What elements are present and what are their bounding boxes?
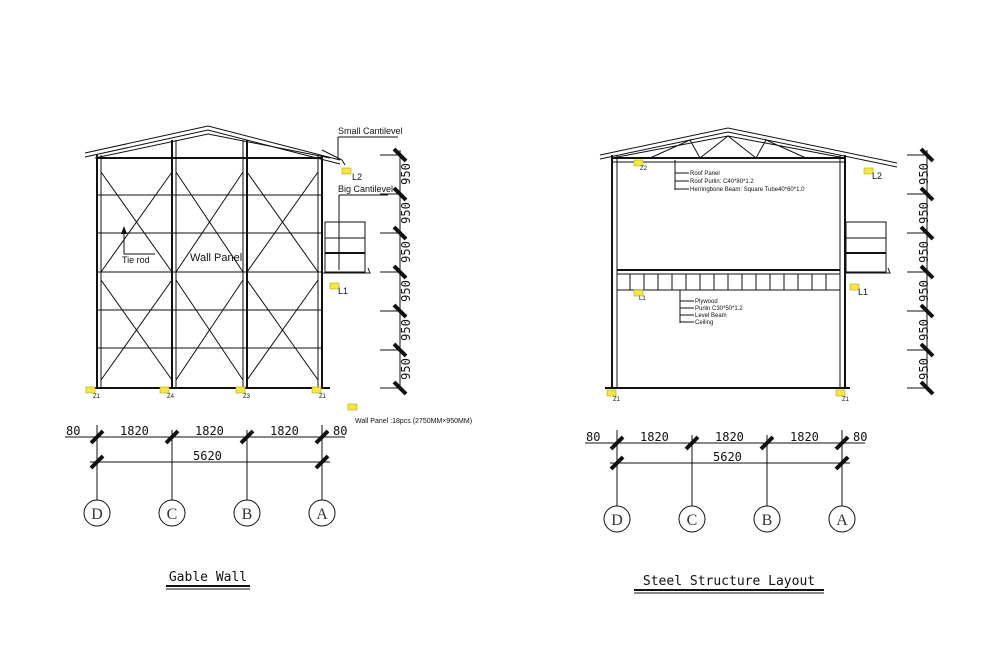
dimension-label: 1820 — [790, 430, 819, 444]
l1-mark: L1 — [639, 296, 646, 302]
note-marker-icon — [633, 159, 644, 167]
dimension-label: 1820 — [195, 424, 224, 438]
dimension-label: 80 — [586, 430, 600, 444]
dimension-label: Plywood — [695, 299, 718, 305]
l1-label: L1 — [338, 286, 348, 296]
column-mark: Z3 — [243, 394, 251, 400]
note-marker-icon — [329, 282, 340, 290]
dimension-label: Roof Purlin: C40*80*1.2 — [690, 179, 754, 185]
steel-structure-title: Steel Structure Layout — [643, 574, 815, 589]
dimension-label: 950 — [917, 319, 931, 341]
dimension-label: 80 — [853, 430, 867, 444]
column-mark: Z1 — [93, 394, 101, 400]
dimension-label: 1820 — [640, 430, 669, 444]
dimension-label: Purlin C30*50*1.2 — [695, 306, 743, 312]
dimension-label: C — [687, 512, 698, 529]
steel-structure-elevation: Roof Panel Roof Purlin: C40*80*1.2 Herri… — [585, 127, 935, 594]
dimension-label: 950 — [917, 358, 931, 380]
dimension-label: 80 — [333, 424, 347, 438]
ceiling-callouts: Plywood Purlin C30*50*1.2 Level Beam Cei… — [679, 290, 743, 326]
z2-mark: Z2 — [640, 166, 648, 172]
tie-rod-label: Tie rod — [122, 255, 150, 265]
frame — [605, 155, 850, 389]
dimension-label: 1820 — [120, 424, 149, 438]
dimension-label: 950 — [399, 358, 413, 380]
dimension-label: 950 — [399, 241, 413, 263]
dimension-label: 80 — [66, 424, 80, 438]
dimension-label: 5620 — [193, 449, 222, 463]
dimension-label: 950 — [917, 202, 931, 224]
dimension-label: Level Beam — [695, 313, 727, 319]
column-mark: Z4 — [167, 394, 175, 400]
dimension-label: 950 — [399, 202, 413, 224]
vertical-dimension: 950 950 950 950 950 950 — [380, 147, 413, 396]
horizontal-dimensions: 80 1820 1820 1820 80 5620 — [65, 424, 347, 500]
wall-panel-note: Wall Panel :18pcs (2750MM×950MM) — [355, 418, 472, 425]
column-mark: Z1 — [842, 397, 850, 403]
note-marker-icon — [633, 289, 644, 297]
dimension-label: A — [836, 512, 848, 529]
l1-mark: L1 — [858, 287, 868, 297]
note-marker-icon — [863, 167, 874, 175]
l2-label: L2 — [352, 172, 362, 182]
vertical-dimension: 950 950 950 950 950 950 — [907, 147, 935, 396]
grid-axes: D C B A — [603, 505, 856, 533]
dimension-label: 950 — [917, 280, 931, 302]
dimension-label: 950 — [399, 319, 413, 341]
cantilever — [321, 136, 398, 274]
dimension-label: 950 — [399, 163, 413, 185]
dimension-label: B — [762, 512, 773, 529]
note-marker-icon — [347, 403, 358, 411]
small-cantilever-label: Small Cantilevel — [338, 126, 403, 136]
l2-mark: L2 — [872, 171, 882, 181]
gable-wall-title: Gable Wall — [169, 570, 247, 585]
big-cantilever-label: Big Cantilevel — [338, 184, 393, 194]
dimension-label: B — [242, 506, 253, 523]
frame — [90, 140, 330, 389]
dimension-label: C — [167, 506, 178, 523]
note-marker-icon — [341, 167, 352, 175]
dimension-label: D — [611, 512, 623, 529]
arrow-icon — [121, 226, 127, 234]
column-mark: Z1 — [613, 397, 621, 403]
dimension-label: 1820 — [715, 430, 744, 444]
column-mark: Z1 — [319, 394, 327, 400]
grid-axes: D C B A — [83, 499, 336, 527]
roof-callouts: Roof Panel Roof Purlin: C40*80*1.2 Herri… — [674, 160, 805, 193]
wall-panel-label: Wall Panel — [190, 252, 242, 264]
dimension-label: 950 — [917, 163, 931, 185]
dimension-label: Roof Panel — [690, 171, 720, 177]
column-marks: Z1 Z4 Z3 Z1 — [85, 386, 327, 400]
dimension-label: 950 — [399, 280, 413, 302]
roof — [599, 127, 898, 168]
dimension-label: 950 — [917, 241, 931, 263]
note-marker-icon — [849, 283, 860, 291]
dimension-label: A — [316, 506, 328, 523]
horizontal-dimensions: 80 1820 1820 1820 80 5620 — [585, 430, 867, 506]
dimension-label: 1820 — [270, 424, 299, 438]
dimension-label: Herringbone Beam: Square Tube40*60*1.0 — [690, 187, 805, 193]
cantilever — [845, 221, 891, 274]
dimension-label: D — [91, 506, 103, 523]
gable-wall-elevation: Small Cantilevel Big Cantilevel L2 L1 Ti… — [65, 125, 472, 590]
dimension-label: 5620 — [713, 450, 742, 464]
dimension-label: Ceiling — [695, 320, 713, 326]
